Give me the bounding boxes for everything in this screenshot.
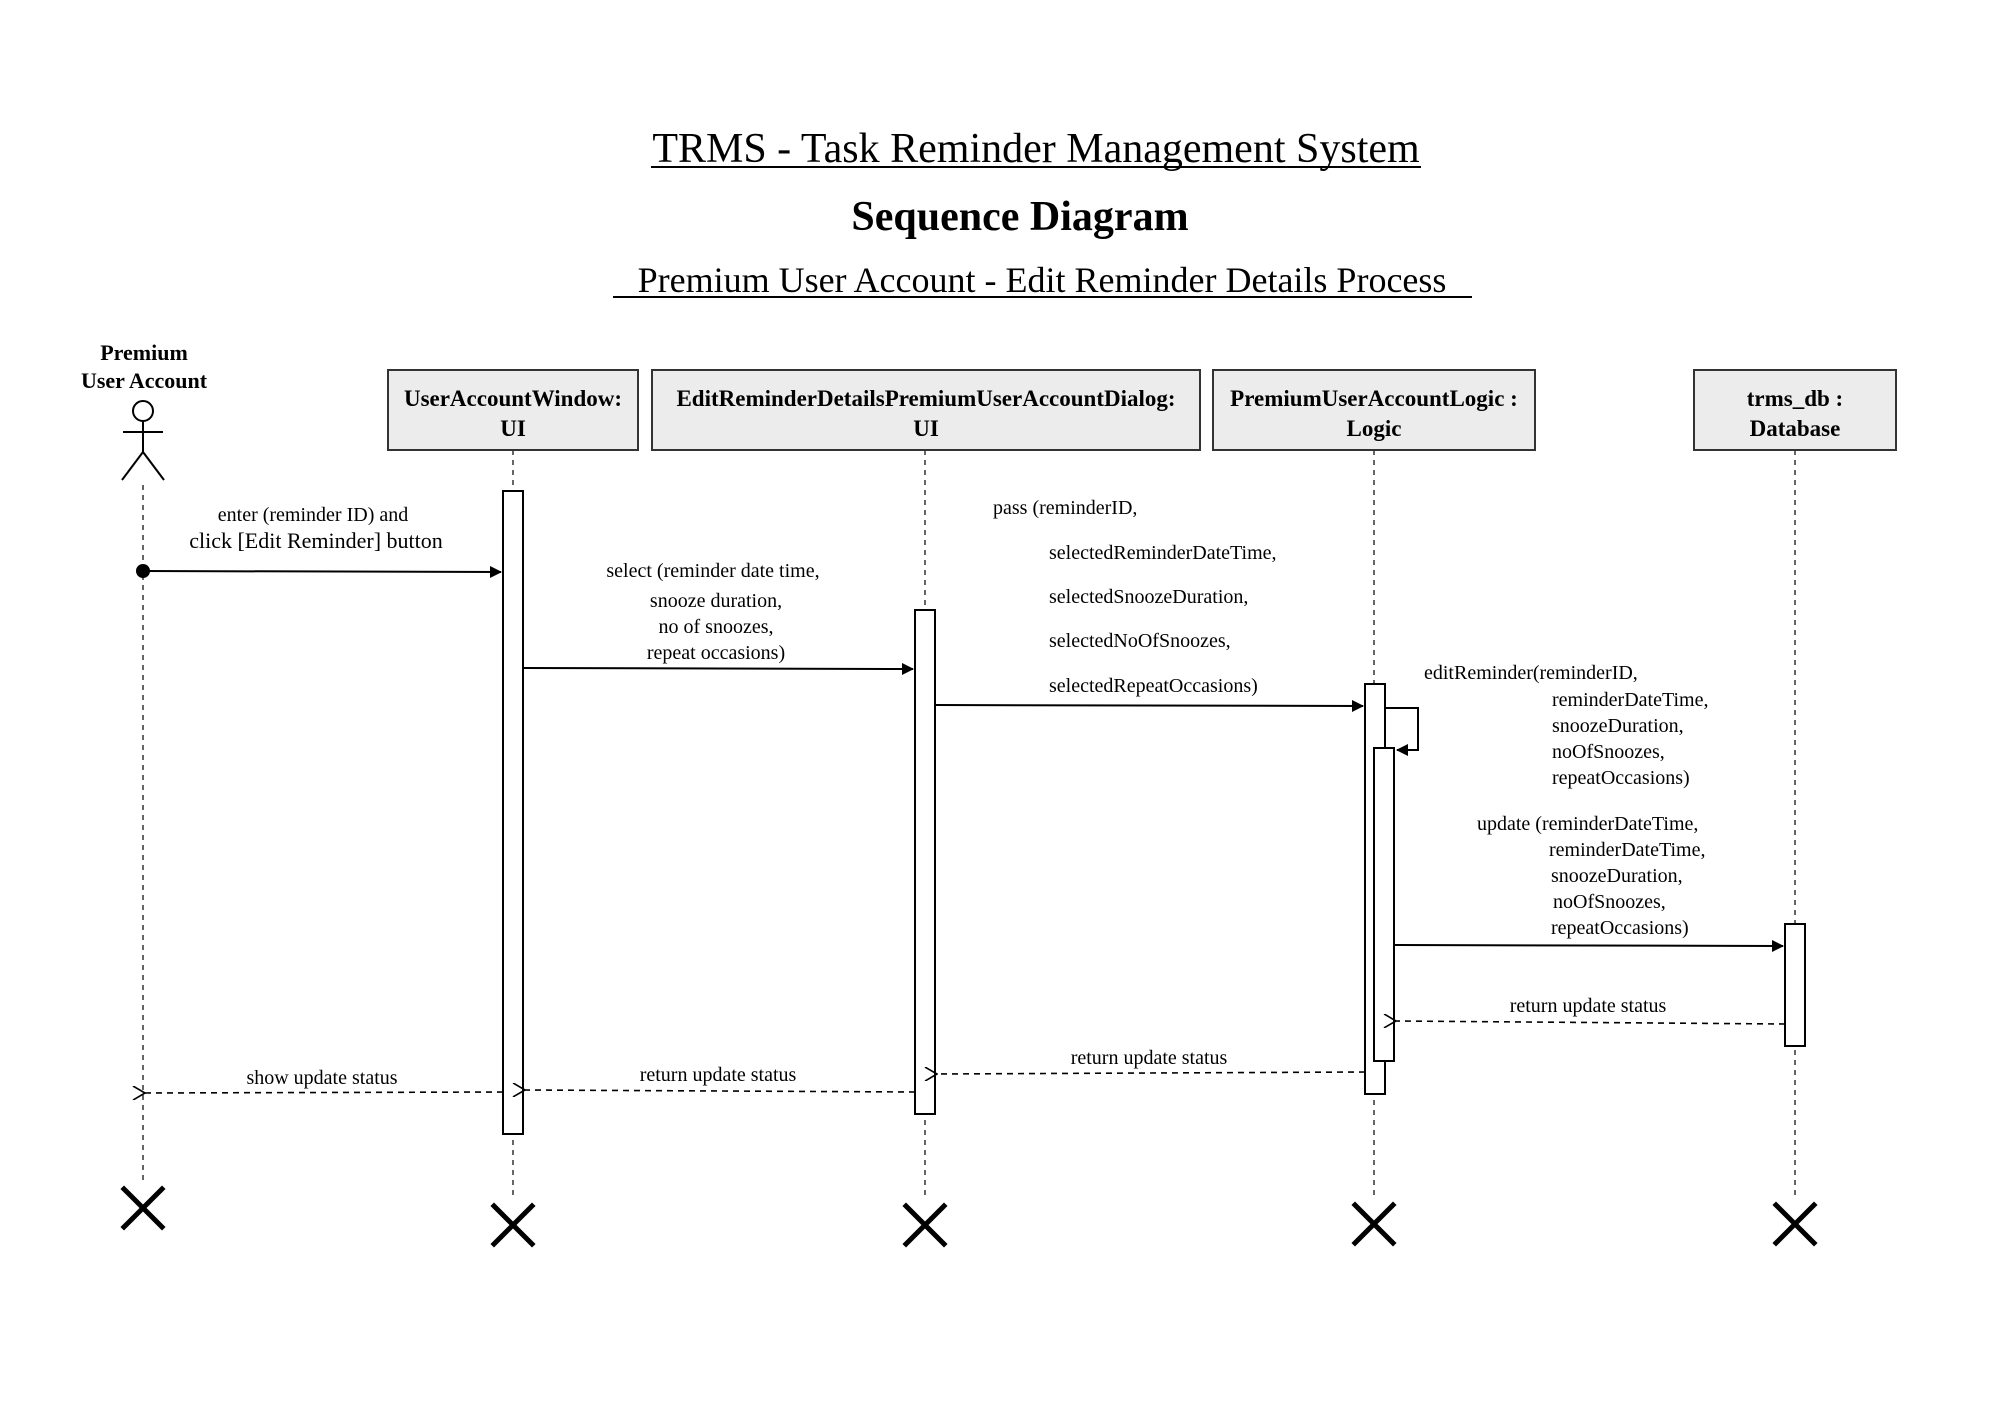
message-pass-reminder-details: pass (reminderID, selectedReminderDateTi… — [934, 497, 1364, 712]
return-label: return update status — [1071, 1047, 1228, 1069]
diagram-title: TRMS - Task Reminder Management System — [652, 126, 1420, 172]
message-enter-reminder-id: enter (reminder ID) and click [Edit Remi… — [136, 504, 502, 578]
return-label: show update status — [246, 1067, 397, 1089]
activation-premium-user-logic-nested — [1373, 747, 1395, 1062]
participant-type: UI — [500, 416, 526, 441]
message-label: repeatOccasions) — [1552, 767, 1690, 789]
message-label: editReminder(reminderID, — [1424, 662, 1638, 684]
activation-user-account-window — [502, 490, 524, 1135]
message-update-database: update (reminderDateTime, reminderDateTi… — [1393, 813, 1784, 952]
message-edit-reminder-self-call: editReminder(reminderID, reminderDateTim… — [1385, 662, 1708, 789]
participant-user-account-window: UserAccountWindow: UI — [387, 369, 639, 451]
participant-premium-user-logic: PremiumUserAccountLogic : Logic — [1212, 369, 1536, 451]
activation-edit-reminder-dialog — [914, 609, 936, 1115]
return-show-update-status: show update status — [145, 1067, 504, 1093]
message-label: repeat occasions) — [647, 642, 785, 664]
participant-type: Logic — [1347, 416, 1402, 441]
message-label: reminderDateTime, — [1552, 689, 1708, 711]
message-label: reminderDateTime, — [1549, 839, 1705, 861]
message-label: select (reminder date time, — [606, 560, 819, 582]
participant-type: UI — [913, 416, 939, 441]
return-db-update-status: return update status — [1396, 995, 1786, 1024]
participant-edit-reminder-dialog: EditReminderDetailsPremiumUserAccountDia… — [651, 369, 1201, 451]
actor-premium-user: Premium User Account — [81, 340, 208, 481]
message-label: noOfSnoozes, — [1553, 891, 1666, 913]
return-logic-update-status: return update status — [937, 1047, 1366, 1074]
return-arrow — [145, 1092, 504, 1093]
process-name: Premium User Account - Edit Reminder Det… — [638, 260, 1447, 300]
return-arrow — [1396, 1021, 1786, 1024]
diagram-subtitle: Sequence Diagram — [851, 194, 1188, 240]
actor-label-line1: Premium — [100, 340, 188, 365]
message-label: enter (reminder ID) and — [218, 504, 408, 526]
message-label: selectedSnoozeDuration, — [1049, 586, 1248, 608]
participant-type: Database — [1750, 416, 1841, 441]
stick-figure-icon — [121, 400, 165, 481]
return-dialog-update-status: return update status — [525, 1064, 916, 1092]
message-label: click [Edit Reminder] button — [189, 528, 443, 553]
destroy-edit-reminder-dialog-icon — [902, 1202, 948, 1248]
destroy-actor-icon — [120, 1185, 166, 1231]
participant-name: EditReminderDetailsPremiumUserAccountDia… — [676, 386, 1175, 411]
participant-trms-db: trms_db : Database — [1693, 369, 1897, 451]
participant-name: UserAccountWindow: — [404, 386, 622, 411]
activation-trms-db — [1784, 923, 1806, 1047]
participant-box — [651, 369, 1201, 451]
destroy-user-account-window-icon — [490, 1202, 536, 1248]
participant-box — [387, 369, 639, 451]
participant-name: PremiumUserAccountLogic : — [1230, 386, 1518, 411]
message-arrow — [142, 565, 502, 578]
return-label: return update status — [640, 1064, 797, 1086]
message-arrow — [522, 662, 914, 675]
return-arrow — [525, 1090, 916, 1092]
participant-box — [1212, 369, 1536, 451]
message-label: repeatOccasions) — [1551, 917, 1689, 939]
message-label: no of snoozes, — [659, 616, 774, 638]
message-label: pass (reminderID, — [993, 497, 1137, 519]
participant-box — [1693, 369, 1897, 451]
participant-name: trms_db : — [1747, 386, 1843, 411]
message-arrow — [934, 699, 1364, 712]
actor-label-line2: User Account — [81, 368, 208, 393]
message-label: selectedReminderDateTime, — [1049, 542, 1277, 564]
self-call-arrow — [1385, 707, 1419, 756]
message-label: selectedNoOfSnoozes, — [1049, 630, 1231, 652]
message-label: update (reminderDateTime, — [1477, 813, 1698, 835]
destroy-trms-db-icon — [1772, 1201, 1818, 1247]
destroy-premium-user-logic-icon — [1351, 1201, 1397, 1247]
message-label: snooze duration, — [650, 590, 782, 612]
message-select-reminder-details: select (reminder date time, snooze durat… — [522, 560, 914, 675]
return-arrow — [937, 1072, 1366, 1074]
return-label: return update status — [1510, 995, 1667, 1017]
message-arrow — [1393, 939, 1784, 952]
message-label: noOfSnoozes, — [1552, 741, 1665, 763]
message-label: selectedRepeatOccasions) — [1049, 675, 1258, 697]
message-label: snoozeDuration, — [1551, 865, 1683, 887]
message-label: snoozeDuration, — [1552, 715, 1684, 737]
